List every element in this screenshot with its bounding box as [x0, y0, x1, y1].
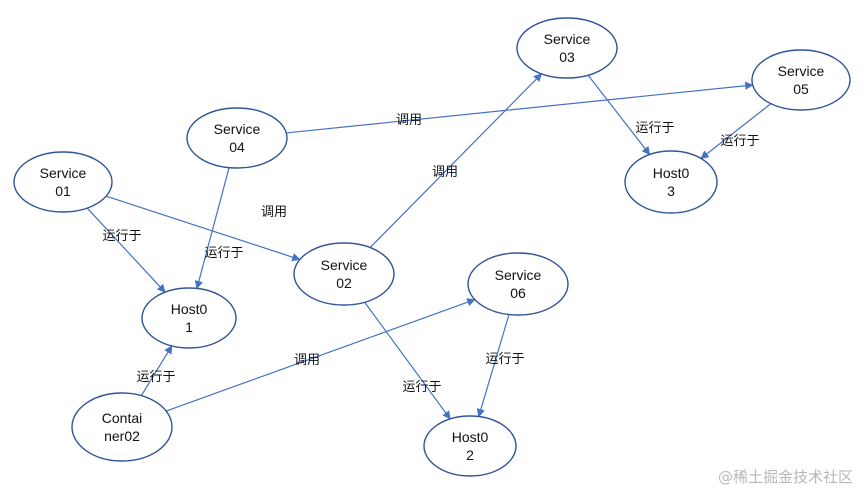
- node-label-line: Host0: [171, 301, 208, 317]
- node-service05: Service 05: [751, 49, 851, 111]
- node-service02: Service 02: [293, 242, 395, 306]
- node-ellipse: [293, 242, 395, 306]
- node-ellipse: [467, 252, 569, 316]
- node-label-line: Service: [495, 267, 542, 283]
- node-label-line: 1: [185, 319, 193, 335]
- node-label-line: Contai: [102, 410, 142, 426]
- edge-service04-to-service05: [286, 81, 754, 134]
- node-host01: Host0 1: [141, 287, 237, 349]
- node-label-line: 01: [55, 183, 71, 199]
- edge-label: 运行于: [635, 121, 674, 136]
- node-label-line: Service: [214, 121, 261, 137]
- node-label-line: 02: [336, 275, 352, 291]
- edge-label: 运行于: [720, 134, 759, 149]
- node-ellipse: [751, 49, 851, 111]
- node-service04: Service 04: [186, 107, 288, 169]
- node-ellipse: [141, 287, 237, 349]
- watermark-text: @稀土掘金技术社区: [718, 468, 853, 486]
- node-label-line: 05: [793, 81, 809, 97]
- edge-service02-to-service03: [369, 73, 543, 248]
- edge-service01-to-host01: [86, 207, 166, 293]
- node-host02: Host0 2: [423, 415, 517, 477]
- edge-arrow: [587, 74, 651, 156]
- node-label-line: Service: [321, 257, 368, 273]
- node-ellipse: [13, 151, 113, 213]
- node-label-line: Service: [40, 165, 87, 181]
- node-label-line: 06: [510, 285, 526, 301]
- edge-arrow: [364, 301, 451, 420]
- edge-container02-to-service06: [165, 298, 476, 412]
- node-label-line: Host0: [452, 429, 489, 445]
- edge-arrow: [476, 314, 510, 418]
- node-label-line: 04: [229, 139, 245, 155]
- node-ellipse: [516, 17, 618, 79]
- node-label-line: 3: [667, 183, 675, 199]
- edge-label: 运行于: [402, 380, 441, 395]
- edge-service05-to-host03: [700, 103, 772, 160]
- edge-arrow: [286, 81, 754, 134]
- edge-label: 运行于: [204, 246, 243, 261]
- node-label-line: 2: [466, 447, 474, 463]
- edge-service02-to-host02: [364, 301, 451, 420]
- edge-arrow: [194, 167, 230, 290]
- edge-label: 运行于: [102, 229, 141, 244]
- node-label-line: Service: [544, 31, 591, 47]
- edge-arrow: [86, 207, 166, 293]
- edge-service01-to-service02: [106, 195, 301, 262]
- edge-arrow: [165, 298, 476, 412]
- edge-label: 调用: [294, 353, 320, 368]
- edge-arrow: [140, 345, 173, 396]
- node-service03: Service 03: [516, 17, 618, 79]
- node-label-line: Host0: [653, 165, 690, 181]
- node-label-line: Service: [778, 63, 825, 79]
- edge-service04-to-host01: [194, 167, 230, 290]
- edge-label: 运行于: [136, 370, 175, 385]
- node-service01: Service 01: [13, 151, 113, 213]
- edge-label: 调用: [261, 205, 287, 220]
- edge-arrow: [106, 195, 301, 262]
- node-label-line: ner02: [104, 428, 140, 444]
- node-ellipse: [186, 107, 288, 169]
- node-label-line: 03: [559, 49, 575, 65]
- edge-arrow: [700, 103, 772, 160]
- node-service06: Service 06: [467, 252, 569, 316]
- edge-service03-to-host03: [587, 74, 651, 156]
- edge-label: 运行于: [485, 352, 524, 367]
- edge-container02-to-host01: [140, 345, 173, 396]
- node-ellipse: [423, 415, 517, 477]
- node-ellipse: [71, 392, 173, 462]
- node-host03: Host0 3: [624, 150, 718, 214]
- node-container02: Contai ner02: [71, 392, 173, 462]
- node-ellipse: [624, 150, 718, 214]
- edge-label: 调用: [432, 165, 458, 180]
- edge-label: 调用: [396, 113, 422, 128]
- edge-arrow: [369, 73, 543, 248]
- edge-service06-to-host02: [476, 314, 510, 418]
